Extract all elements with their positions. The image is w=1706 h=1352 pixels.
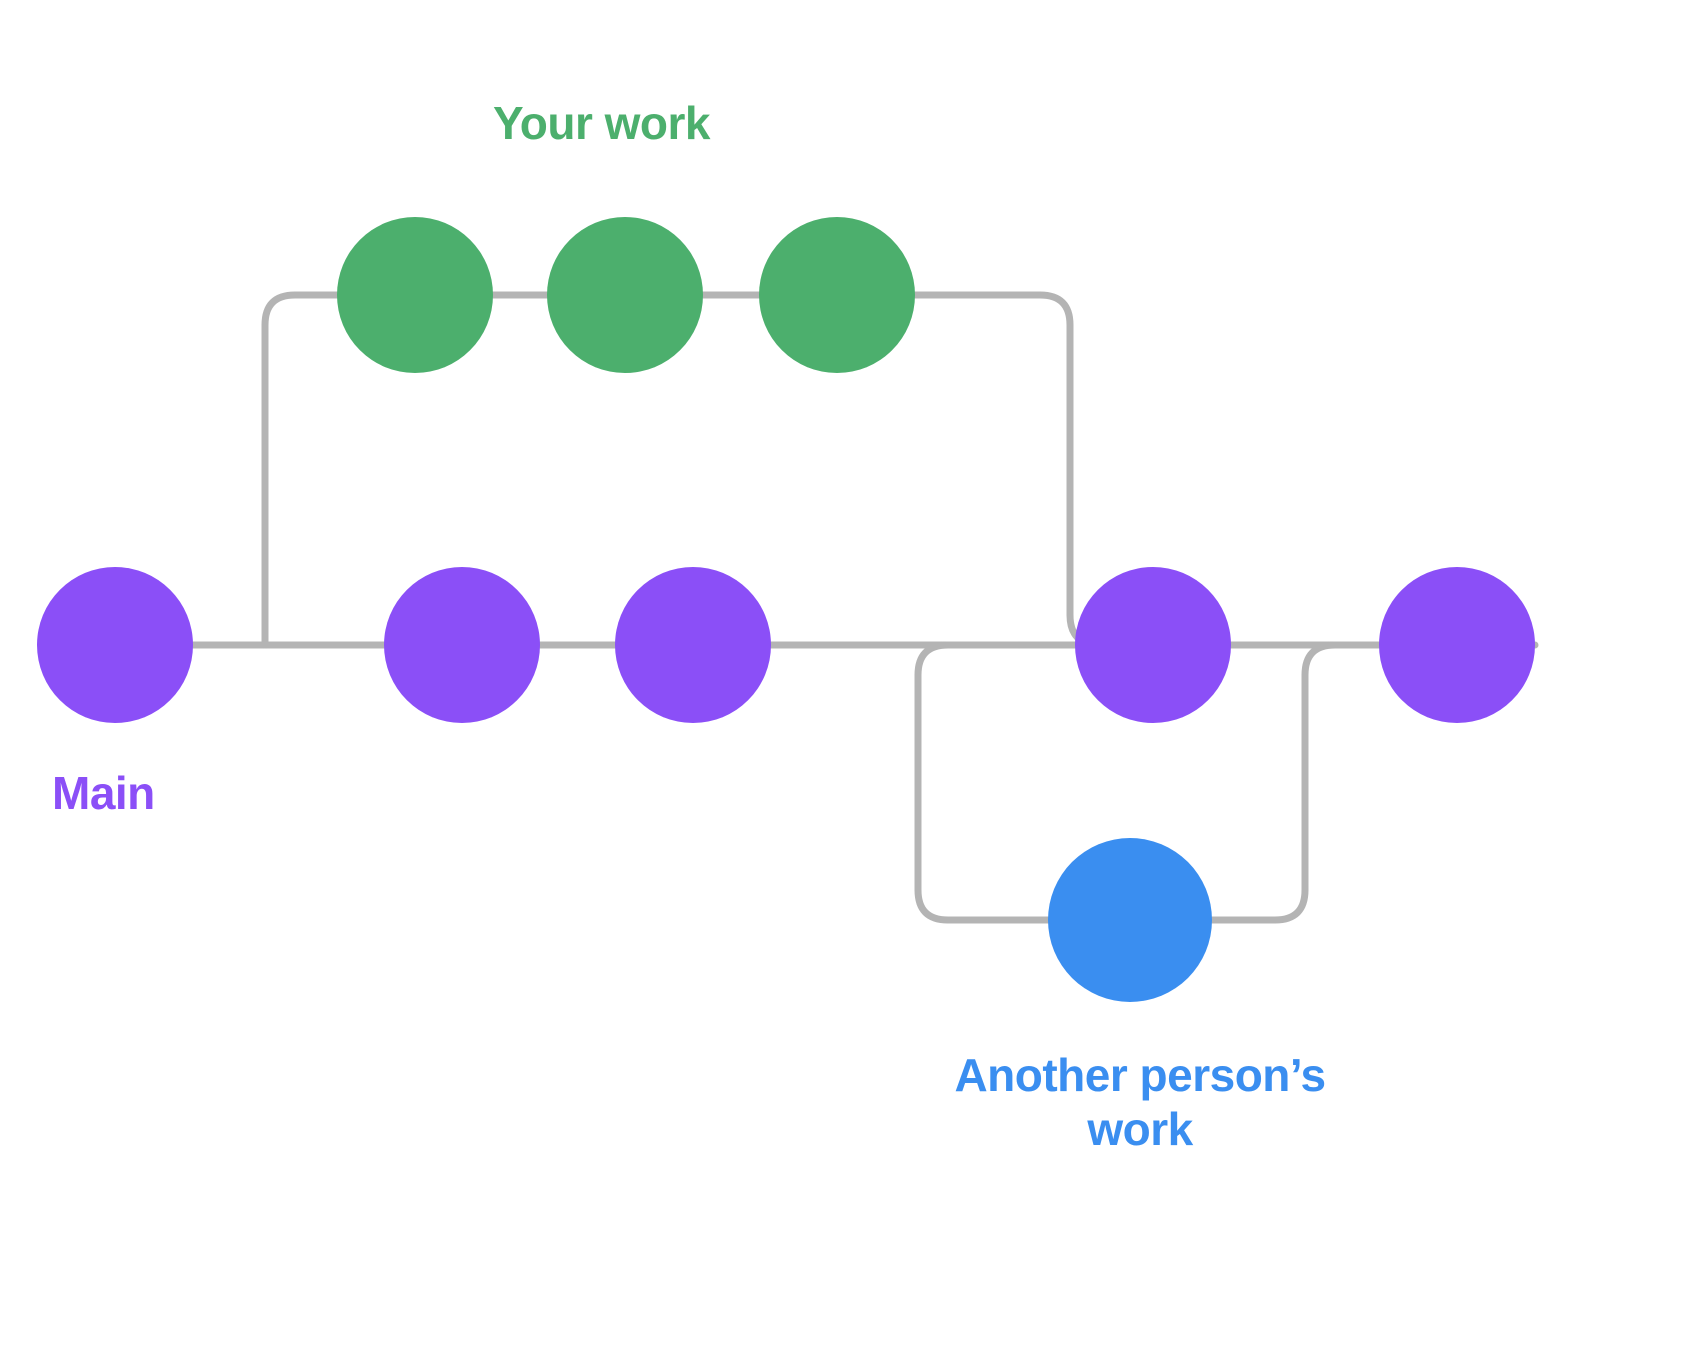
main-commit-3[interactable] xyxy=(615,567,771,723)
main-commit-1[interactable] xyxy=(37,567,193,723)
your-work-commit-3[interactable] xyxy=(759,217,915,373)
branch-label-your-work: Your work xyxy=(493,97,711,149)
connector-fork-your-work xyxy=(261,291,341,649)
connector-merge-another-person xyxy=(1208,641,1383,924)
branch-label-another-person-line2: work xyxy=(1087,1103,1193,1156)
commit-nodes xyxy=(37,217,1535,1002)
main-commit-5[interactable] xyxy=(1379,567,1535,723)
your-work-commit-1[interactable] xyxy=(337,217,493,373)
main-commit-2[interactable] xyxy=(384,567,540,723)
your-work-commit-2[interactable] xyxy=(547,217,703,373)
branch-label-main: Main xyxy=(52,767,155,819)
connector-fork-another-person xyxy=(914,641,1052,924)
branch-label-another-person-line1: Another person’s xyxy=(954,1049,1326,1101)
another-person-commit-1[interactable] xyxy=(1048,838,1212,1002)
main-commit-4[interactable] xyxy=(1075,567,1231,723)
